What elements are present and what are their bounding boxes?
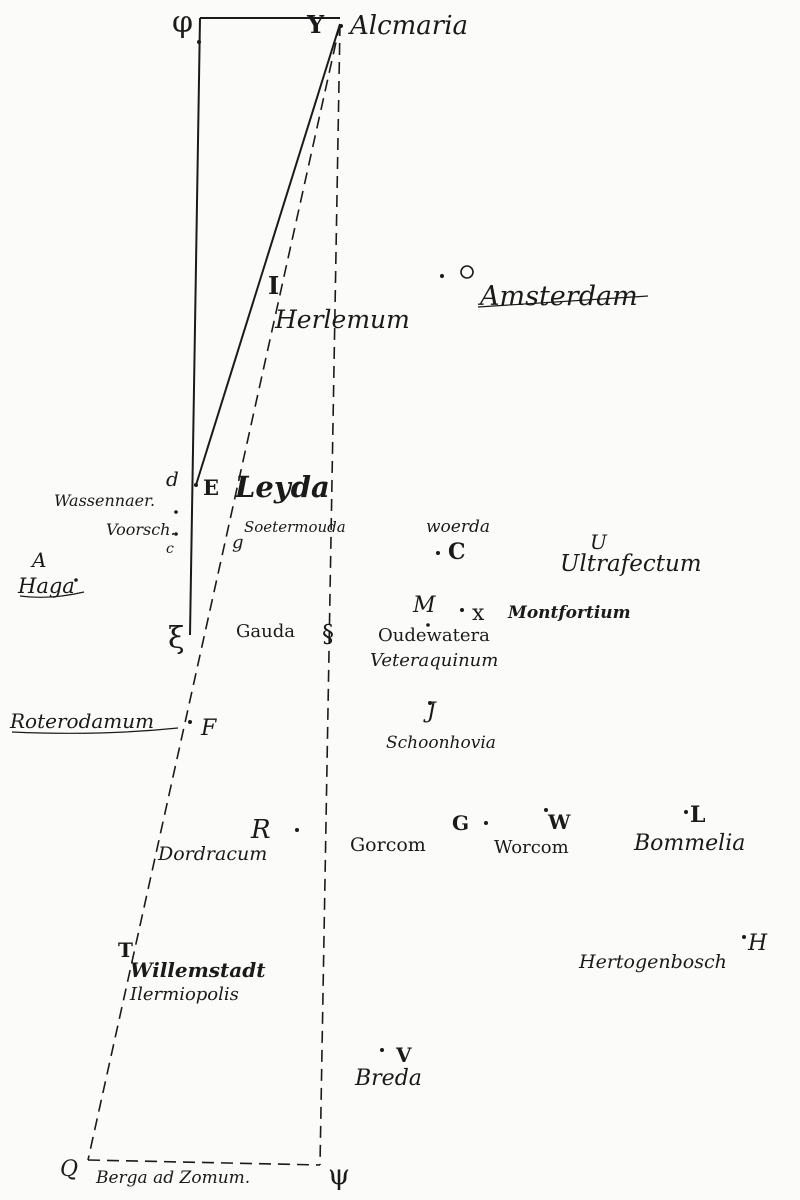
place-gauda: Gauda — [236, 621, 295, 642]
dot-woerda — [436, 551, 440, 555]
letter-u: U — [590, 530, 608, 554]
letter-t: T — [118, 938, 133, 962]
dot-amsterdam — [440, 274, 444, 278]
letter-r: R — [250, 815, 271, 845]
line-y-psi — [319, 23, 341, 1166]
letter-f: F — [200, 716, 217, 741]
place-berga: Berga ad Zomum. — [95, 1168, 250, 1188]
line-y-leyda — [195, 23, 341, 486]
place-veteraquinum: Veteraquinum — [370, 650, 498, 671]
dot-schoonhovia — [428, 701, 432, 705]
letter-m: M — [412, 593, 436, 618]
place-wassennaer: Wassennaer. — [54, 491, 155, 510]
place-roterodamum: Roterodamum — [9, 709, 154, 733]
dot-haga — [74, 578, 78, 582]
line-y-q — [87, 23, 341, 1161]
place-soetermouda: Soetermouda — [244, 518, 346, 536]
place-hertogenbosch: Hertogenbosch — [578, 951, 727, 973]
dot-worcom — [544, 808, 548, 812]
dot-gorcom — [484, 821, 488, 825]
letter-e: E — [203, 475, 219, 500]
place-leyda: Leyda — [234, 470, 330, 504]
place-breda: Breda — [354, 1066, 422, 1091]
place-amsterdam: Amsterdam — [477, 281, 638, 312]
place-voorsch: Voorsch. — [106, 520, 176, 539]
place-alcmaria: Alcmaria — [348, 11, 468, 41]
dot-dordracum — [295, 828, 299, 832]
place-ultrafectum: Ultrafectum — [560, 551, 702, 577]
q-marker: Q — [60, 1157, 78, 1182]
dot-bommelia — [684, 810, 688, 814]
flourish-haga — [19, 591, 85, 598]
letter-g-capital: G — [452, 811, 469, 835]
place-gorcom: Gorcom — [350, 834, 426, 856]
letter-c: C — [448, 539, 466, 565]
letter-d: d — [166, 467, 179, 491]
section-marker: § — [322, 620, 334, 648]
letter-h: H — [747, 931, 768, 956]
place-woerda: woerda — [426, 517, 490, 537]
letter-j: J — [423, 699, 437, 724]
xi-marker: ξ — [168, 621, 185, 656]
letter-v: V — [395, 1043, 412, 1067]
letter-y: Y — [306, 10, 325, 39]
dot-wassennaer — [174, 510, 178, 514]
dot-voorsch — [174, 532, 178, 536]
dot-breda — [380, 1048, 384, 1052]
place-oudewatera: Oudewatera — [378, 625, 490, 646]
phi-marker: φ — [172, 5, 193, 40]
letter-a: A — [30, 548, 46, 572]
place-schoonhovia: Schoonhovia — [386, 733, 496, 753]
flourish-amsterdam — [477, 295, 649, 308]
letter-i: I — [268, 271, 279, 300]
place-haga: Haga — [17, 574, 75, 598]
place-worcom: Worcom — [494, 837, 569, 858]
dot-oudewatera — [426, 623, 430, 627]
dot-hertogenbosch — [742, 935, 746, 939]
place-ilermiopolis: Ilermiopolis — [129, 984, 239, 1005]
dot-montfortium — [460, 608, 464, 612]
dot-phi — [197, 40, 201, 44]
letter-l: L — [690, 802, 705, 828]
dot-alcmaria — [339, 24, 343, 28]
dot-leyda — [194, 483, 198, 487]
place-dordracum: Dordracum — [157, 843, 267, 865]
letter-g: g — [232, 532, 244, 553]
psi-marker: ψ — [328, 1158, 350, 1191]
dot-roterodamum — [188, 720, 192, 724]
line-phi-xi — [189, 17, 201, 636]
flourish-roterodamum — [11, 727, 179, 734]
amsterdam-circle-marker — [460, 265, 474, 279]
place-montfortium: Montfortium — [507, 603, 631, 623]
line-q-psi — [87, 1159, 321, 1166]
place-herlemum: Herlemum — [274, 305, 410, 334]
letter-c-small: c — [166, 541, 174, 557]
letter-x: x — [472, 601, 485, 626]
letter-w: W — [547, 810, 571, 834]
place-willemstadt: Willemstadt — [130, 958, 266, 982]
place-bommelia: Bommelia — [633, 831, 745, 856]
